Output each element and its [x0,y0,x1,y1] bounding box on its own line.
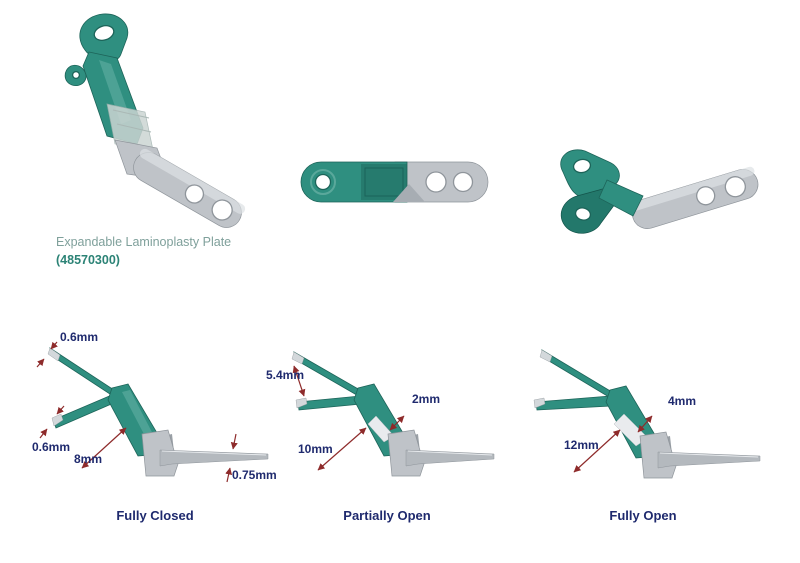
screw-hole [724,176,746,198]
screw-hole [696,186,716,206]
expansion-gap [367,415,395,443]
product-code: (48570300) [56,252,120,267]
device-side-view [533,349,761,479]
clamp-hole [574,207,592,221]
dimension-label: 2mm [412,392,441,406]
dimension-arrows [573,415,653,473]
screw-hole [211,199,233,221]
upper-prong [541,349,615,401]
dimension-label: 0.75mm [232,468,277,482]
lower-prong [297,395,362,411]
screw-hole [184,184,205,204]
fully-open-illustration [533,349,761,479]
diagram-fully-open: 4mm 12mm Fully Open [518,330,768,535]
dimension-label: 5.4mm [266,368,305,382]
clamp-hook [79,13,129,62]
dimension-label: 0.6mm [60,330,99,344]
plate-teal-section [300,161,408,203]
clamp-ear [64,64,87,87]
screw-hole [452,171,474,193]
device-side-view [47,347,269,477]
dimension-arrows [292,365,405,471]
dimension-label: 4mm [668,394,697,408]
clamp-block [361,164,407,200]
fully-closed-illustration [36,341,269,483]
partially-open-illustration [291,351,495,477]
hook-hole [93,25,115,41]
product-label: Expandable Laminoplasty Plate (48570300) [56,234,231,269]
screw-plate [629,166,759,229]
clamp-hole [572,158,592,174]
fixation-hole [314,173,332,191]
product-name: Expandable Laminoplasty Plate [56,235,232,249]
screw-plate [133,148,246,228]
hinge-wedge [393,184,425,202]
blade [657,451,761,469]
dimension-arrows [36,341,238,483]
blade [159,449,269,467]
upper-prong [293,351,363,399]
plate-flat-render [295,146,495,223]
diagram-fully-closed: 0.6mm 0.6mm 8mm 0.75mm Fully Closed [30,330,280,535]
plate-open-render [535,138,775,251]
lower-prong [52,393,117,429]
diagram-caption: Partially Open [343,508,431,523]
dimension-label: 0.6mm [32,440,71,454]
plate-angled-render [55,6,255,243]
dimension-label: 12mm [564,438,599,452]
screw-hole [425,171,447,193]
expansion-mechanism [106,103,154,151]
diagram-caption: Fully Open [609,508,677,523]
diagram-caption: Fully Closed [116,508,194,523]
blade [405,449,495,467]
dimension-label: 8mm [74,452,103,466]
plate-flat-illustration [300,161,489,203]
plate-open-illustration [560,149,759,234]
clamp-folded [560,149,644,234]
diagram-partially-open: 5.4mm 2mm 10mm Partially Open [262,330,512,535]
lower-prong [535,395,612,411]
dimension-label: 10mm [298,442,333,456]
device-side-view [291,351,495,477]
plate-angled-illustration [64,13,246,228]
